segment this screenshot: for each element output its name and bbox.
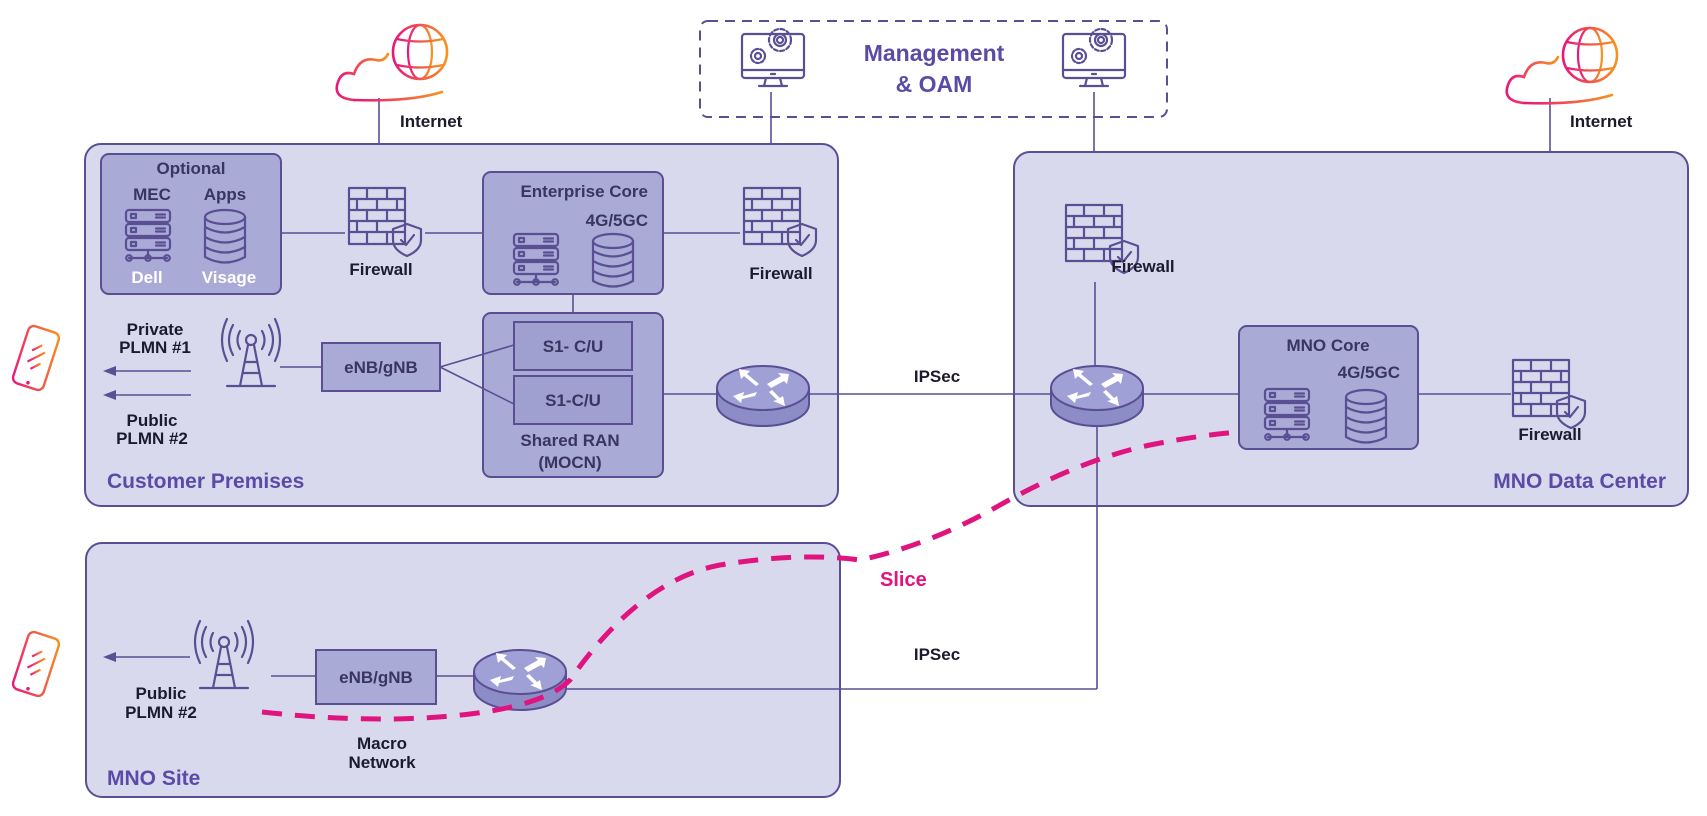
- firewall-label-dc-top: Firewall: [1111, 257, 1174, 276]
- management-title-line2: & OAM: [896, 71, 973, 97]
- shared-ran-title: Shared RAN: [520, 431, 619, 450]
- phone-icon-customer: [10, 323, 62, 393]
- management-title-line1: Management: [864, 40, 1005, 66]
- site-plmn-line1: Public: [135, 684, 186, 703]
- mec-label: MEC: [133, 185, 171, 204]
- firewall-label-dc-right: Firewall: [1518, 425, 1581, 444]
- s1-cu-box-top: [513, 321, 633, 371]
- plmn2-label-line2: PLMN #2: [116, 429, 188, 448]
- site-enb-gnb-label: eNB/gNB: [339, 668, 413, 687]
- shared-ran-mocn: (MOCN): [538, 453, 601, 472]
- ipsec-top-label: IPSec: [914, 367, 960, 386]
- mno-core-title: MNO Core: [1286, 336, 1369, 355]
- mno-site-zone: [85, 542, 841, 798]
- router-icon-datacenter: [1050, 365, 1144, 427]
- router-icon-site: [473, 649, 567, 711]
- firewall-label-1: Firewall: [349, 260, 412, 279]
- enterprise-core-subtitle: 4G/5GC: [586, 211, 648, 230]
- internet-cloud-icon-right: [1505, 26, 1619, 105]
- mec-box-title: Optional: [157, 159, 226, 178]
- phone-icon-site: [10, 629, 62, 699]
- mno-data-center-title: MNO Data Center: [1493, 470, 1666, 493]
- visage-label: Visage: [202, 268, 257, 287]
- internet-label-left: Internet: [400, 112, 463, 131]
- dell-label: Dell: [131, 268, 162, 287]
- ipsec-bottom-label: IPSec: [914, 645, 960, 664]
- site-plmn-line2: PLMN #2: [125, 703, 197, 722]
- s1-cu-label-top: S1- C/U: [543, 337, 603, 356]
- customer-premises-title: Customer Premises: [107, 470, 304, 493]
- macro-network-line1: Macro: [357, 734, 407, 753]
- mno-site-title: MNO Site: [107, 767, 200, 790]
- firewall-label-2: Firewall: [749, 264, 812, 283]
- plmn1-label-line1: Private: [127, 320, 184, 339]
- enterprise-core-title: Enterprise Core: [520, 182, 648, 201]
- s1-cu-label-bottom: S1-C/U: [545, 391, 601, 410]
- apps-label: Apps: [204, 185, 247, 204]
- management-monitor-icon-left: [740, 27, 806, 88]
- slice-label: Slice: [880, 569, 927, 591]
- management-monitor-icon-right: [1061, 27, 1127, 88]
- management-oam-box: [699, 20, 1168, 118]
- internet-cloud-icon-left: [335, 23, 449, 102]
- site-enb-gnb-box: [315, 649, 437, 705]
- internet-label-right: Internet: [1570, 112, 1633, 131]
- router-icon-customer: [716, 365, 810, 427]
- enb-gnb-box: [321, 342, 441, 392]
- mno-core-box: [1238, 325, 1419, 450]
- plmn1-label-line2: PLMN #1: [119, 338, 191, 357]
- s1-cu-box-bottom: [513, 375, 633, 425]
- network-slice-path: [261, 429, 1240, 722]
- mno-core-subtitle: 4G/5GC: [1338, 363, 1400, 382]
- plmn2-label-line1: Public: [126, 411, 177, 430]
- macro-network-line2: Network: [348, 753, 416, 772]
- enb-s1-links: [439, 344, 515, 405]
- enb-gnb-label: eNB/gNB: [344, 358, 418, 377]
